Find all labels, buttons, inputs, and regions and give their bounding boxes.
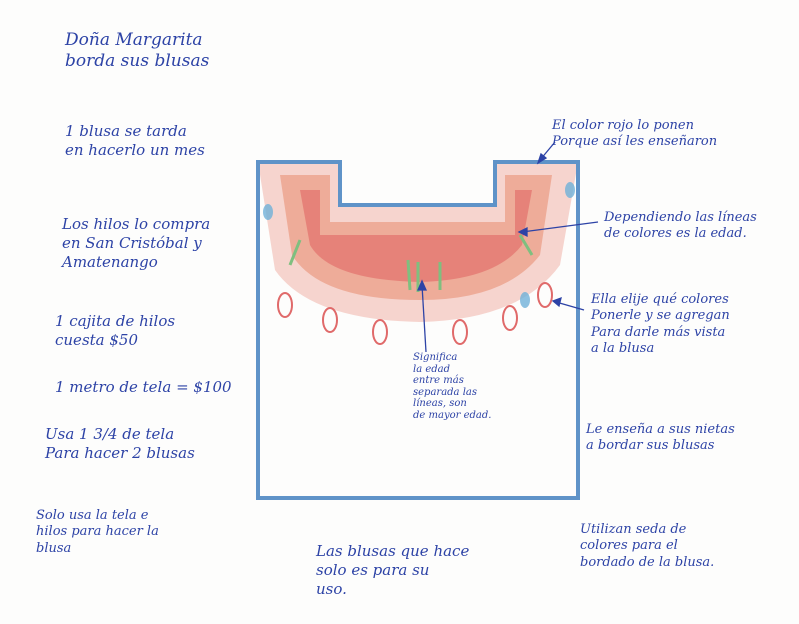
note-materials: Solo usa la tela e hilos para hacer la b… <box>36 508 159 557</box>
note-grandchildren: Le enseña a sus nietas a bordar sus blus… <box>586 422 735 455</box>
note-fabric-usage: Usa 1 3/4 de tela Para hacer 2 blusas <box>45 425 195 463</box>
note-threads-purchase: Los hilos lo compra en San Cristóbal y A… <box>62 215 210 271</box>
note-lines-age: Dependiendo las líneas de colores es la … <box>604 210 757 243</box>
note-fabric-price: 1 metro de tela = $100 <box>55 378 232 397</box>
note-age-meaning: Significa la edad entre más separada las… <box>413 352 491 421</box>
note-color-choice: Ella elije qué colores Ponerle y se agre… <box>591 292 730 357</box>
note-silk: Utilizan seda de colores para el bordado… <box>580 522 714 571</box>
note-personal-use: Las blusas que hace solo es para su uso. <box>316 542 469 598</box>
note-duration: 1 blusa se tarda en hacerlo un mes <box>65 122 205 160</box>
note-red-color: El color rojo lo ponen Porque así les en… <box>552 118 717 151</box>
note-thread-price: 1 cajita de hilos cuesta $50 <box>55 312 175 350</box>
embroidery-yoke <box>258 162 578 344</box>
title: Doña Margarita borda sus blusas <box>65 30 209 73</box>
